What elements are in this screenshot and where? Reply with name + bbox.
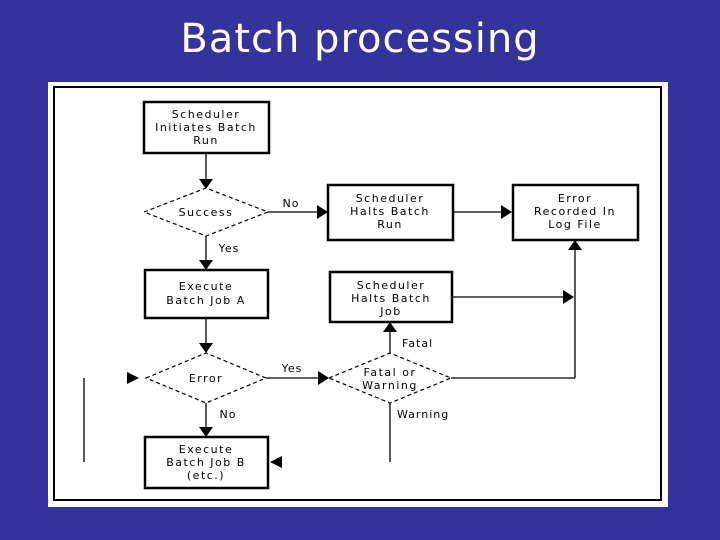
diamond-fatal-or-warning — [327, 352, 453, 404]
diagram-panel-border — [53, 86, 662, 501]
connectors — [83, 153, 576, 462]
arrow-down-into-joba — [199, 260, 213, 270]
arrow-up-into-errorlog — [568, 240, 582, 250]
box-label: Batch Job B — [166, 456, 246, 469]
box-label: Run — [193, 134, 219, 147]
box-label: Scheduler — [172, 108, 241, 121]
box-execute-batch-job-b — [143, 435, 270, 490]
edge-label-no: No — [220, 408, 237, 421]
box-label: Halts Batch — [351, 292, 431, 305]
arrow-right-junction — [563, 290, 574, 304]
edge-label-fatal: Fatal — [402, 337, 433, 350]
arrow-down-into-jobb — [199, 427, 213, 437]
box-label: Recorded In — [534, 205, 616, 218]
arrowheads — [127, 179, 582, 468]
box-label: Run — [377, 218, 403, 231]
edge-label-yes: Yes — [281, 362, 303, 375]
box-label: Scheduler — [357, 279, 426, 292]
box-label: Halts Batch — [350, 205, 430, 218]
diamond-label-success: Success — [179, 206, 234, 219]
diamond-label-error: Error — [189, 372, 223, 385]
box-label: Log File — [548, 218, 602, 231]
arrow-right-into-error-left — [127, 372, 139, 384]
diamond-error — [144, 352, 268, 404]
box-scheduler-halts-batch-job — [328, 270, 454, 324]
box-label: Error — [558, 192, 592, 205]
edge-labels: No Yes Yes No Fatal Warning — [218, 197, 449, 421]
box-error-recorded-in-log-file — [511, 183, 640, 242]
box-label: Batch Job A — [166, 294, 246, 307]
box-label: Execute — [179, 280, 234, 293]
box-label: Execute — [179, 443, 234, 456]
arrow-right-into-fatal — [318, 371, 329, 385]
box-label: (etc.) — [187, 469, 225, 482]
box-scheduler-halts-batch-run — [326, 183, 455, 242]
diamond-success — [142, 187, 270, 237]
edge-label-yes: Yes — [218, 242, 240, 255]
diamond-label-fatal-or-warning: Fatal or — [364, 366, 417, 379]
box-label: Scheduler — [356, 192, 425, 205]
process-boxes — [142, 100, 640, 490]
arrow-down-into-success — [199, 179, 213, 189]
arrow-right-into-errorlog — [501, 205, 512, 219]
box-scheduler-initiates-batch-run — [142, 100, 271, 155]
slide-title: Batch processing — [180, 16, 540, 62]
box-label: Job — [379, 305, 401, 318]
box-label: Initiates Batch — [155, 121, 257, 134]
edge-label-warning: Warning — [397, 408, 449, 421]
box-execute-batch-job-a — [143, 268, 270, 320]
diamond-label-fatal-or-warning: Warning — [362, 379, 418, 392]
box-labels: Scheduler Initiates Batch Run Scheduler … — [155, 108, 616, 482]
edge-label-no: No — [283, 197, 300, 210]
arrow-right-into-haltrun — [317, 205, 328, 219]
arrow-left-into-jobb — [270, 456, 282, 468]
arrow-down-into-error — [199, 343, 213, 353]
decision-diamonds — [142, 187, 453, 404]
arrow-up-into-haltjob — [383, 322, 397, 332]
